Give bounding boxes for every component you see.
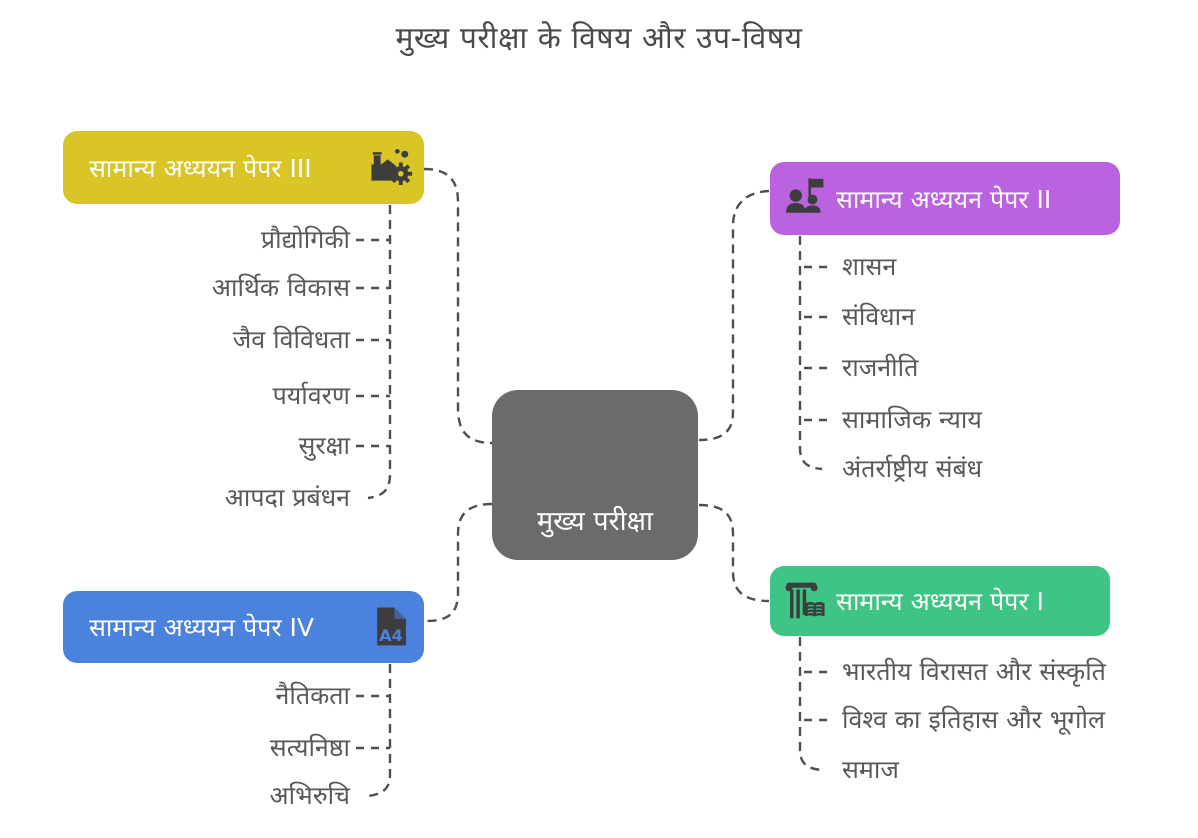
node-paper-2-label: सामान्य अध्ययन पेपर II <box>836 184 1052 214</box>
people-flag-icon <box>786 177 824 213</box>
diagram-title: मुख्य परीक्षा के विषय और उप-विषय <box>395 21 803 56</box>
paper1-items-spine <box>798 637 823 772</box>
sub-item-social-justice: सामाजिक न्याय <box>842 405 982 434</box>
sub-item-international-relations: अंतर्राष्ट्रीय संबंध <box>842 454 983 483</box>
connector-center-to-paper2 <box>698 189 770 442</box>
node-paper-3: सामान्य अध्ययन पेपर III <box>63 131 424 204</box>
sub-item-disaster-management: आपदा प्रबंधन <box>224 483 350 512</box>
sub-item-environment: पर्यावरण <box>272 381 350 410</box>
node-paper-1: सामान्य अध्ययन पेपर I <box>770 566 1110 636</box>
connector-center-to-paper1 <box>698 503 770 603</box>
sub-item-integrity: सत्यनिष्ठा <box>269 733 350 762</box>
sub-item-society: समाज <box>842 755 899 784</box>
sub-item-aptitude: अभिरुचि <box>269 781 350 810</box>
sub-item-heritage-culture: भारतीय विरासत और संस्कृति <box>842 657 1106 686</box>
node-main-exam-label: मुख्य परीक्षा <box>537 506 653 537</box>
pillar-book-icon <box>785 582 825 619</box>
paper2-items-spine <box>798 236 823 471</box>
node-paper-3-label: सामान्य अध्ययन पेपर III <box>89 153 312 183</box>
sub-item-ethics: नैतिकता <box>275 681 350 710</box>
sub-item-biodiversity: जैव विविधता <box>232 325 350 354</box>
a4-document-icon: A4 <box>377 607 406 646</box>
node-paper-4-label: सामान्य अध्ययन पेपर IV <box>89 613 314 642</box>
sub-item-economic-development: आर्थिक विकास <box>211 273 350 302</box>
node-main-exam: मुख्य परीक्षा <box>492 390 698 560</box>
sub-item-polity: राजनीति <box>842 353 919 382</box>
connector-center-to-paper3 <box>423 167 493 445</box>
paper3-items-spine <box>367 205 392 500</box>
connector-center-to-paper4 <box>425 502 493 623</box>
node-paper-1-label: सामान्य अध्ययन पेपर I <box>836 587 1044 616</box>
connector-group <box>356 167 834 798</box>
svg-text:A4: A4 <box>379 626 403 645</box>
paper4-items-spine <box>367 664 392 798</box>
node-paper-2: सामान्य अध्ययन पेपर II <box>770 162 1120 235</box>
sub-item-governance: शासन <box>842 252 897 281</box>
sub-item-constitution: संविधान <box>842 302 916 331</box>
node-paper-4: सामान्य अध्ययन पेपर IV A4 <box>63 591 424 663</box>
sub-item-world-history-geography: विश्व का इतिहास और भूगोल <box>842 705 1105 734</box>
sub-item-technology: प्रौद्योगिकी <box>260 225 350 254</box>
sub-item-security: सुरक्षा <box>298 431 350 460</box>
factory-gear-icon <box>371 148 413 185</box>
item-stub-group <box>356 238 834 750</box>
